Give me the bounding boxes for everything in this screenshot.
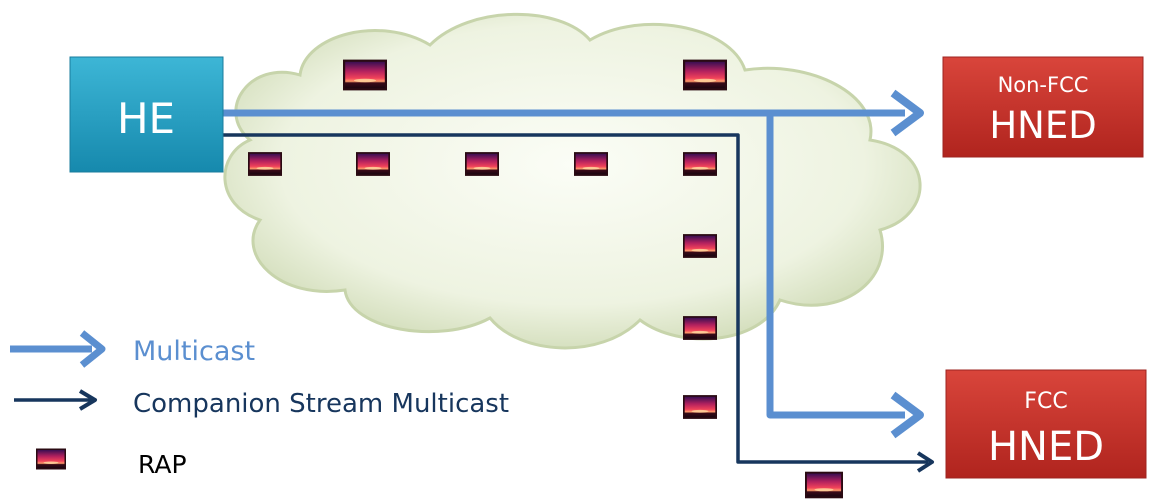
rap-picture-icon bbox=[574, 152, 608, 176]
legend-rap-item: RAP bbox=[36, 448, 187, 479]
legend-rap-label: RAP bbox=[138, 450, 187, 479]
fcc-hned-label: HNED bbox=[988, 424, 1104, 470]
companion-arrowhead-fcc bbox=[916, 451, 934, 473]
non-fcc-hned-node: Non-FCC HNED bbox=[942, 56, 1144, 158]
rap-picture-icon bbox=[683, 59, 727, 91]
rap-picture-icon bbox=[683, 234, 717, 258]
he-label: HE bbox=[117, 94, 175, 143]
rap-picture-icon bbox=[465, 152, 499, 176]
rap-picture-icon bbox=[683, 395, 717, 419]
network-cloud bbox=[223, 12, 922, 350]
legend-companion-item: Companion Stream Multicast bbox=[14, 389, 509, 419]
non-fcc-hned-label: HNED bbox=[989, 104, 1096, 147]
companion-stream-path bbox=[220, 133, 934, 473]
he-node: HE bbox=[69, 56, 224, 173]
rap-picture-icon bbox=[683, 316, 717, 340]
legend-multicast-item: Multicast bbox=[10, 330, 255, 368]
rap-picture-icon bbox=[36, 448, 66, 470]
fcc-label: FCC bbox=[1024, 389, 1067, 414]
multicast-line-to-fcc bbox=[766, 113, 905, 419]
legend-multicast-label: Multicast bbox=[133, 336, 255, 367]
legend-companion-label: Companion Stream Multicast bbox=[133, 389, 509, 419]
companion-line-to-fcc bbox=[220, 133, 928, 464]
rap-picture-icon bbox=[805, 471, 843, 499]
rap-picture-icon bbox=[356, 152, 390, 176]
rap-picture-icon bbox=[343, 59, 387, 91]
rap-picture-icon bbox=[683, 152, 717, 176]
multicast-arrowhead-fcc bbox=[890, 391, 924, 439]
fcc-hned-node: FCC HNED bbox=[945, 369, 1147, 479]
multicast-path bbox=[220, 89, 924, 439]
legend: Multicast Companion Stream Multicast RAP bbox=[10, 330, 509, 479]
multicast-arrowhead-non-fcc bbox=[890, 89, 924, 137]
non-fcc-label: Non-FCC bbox=[998, 73, 1089, 97]
rap-picture-icon bbox=[248, 152, 282, 176]
